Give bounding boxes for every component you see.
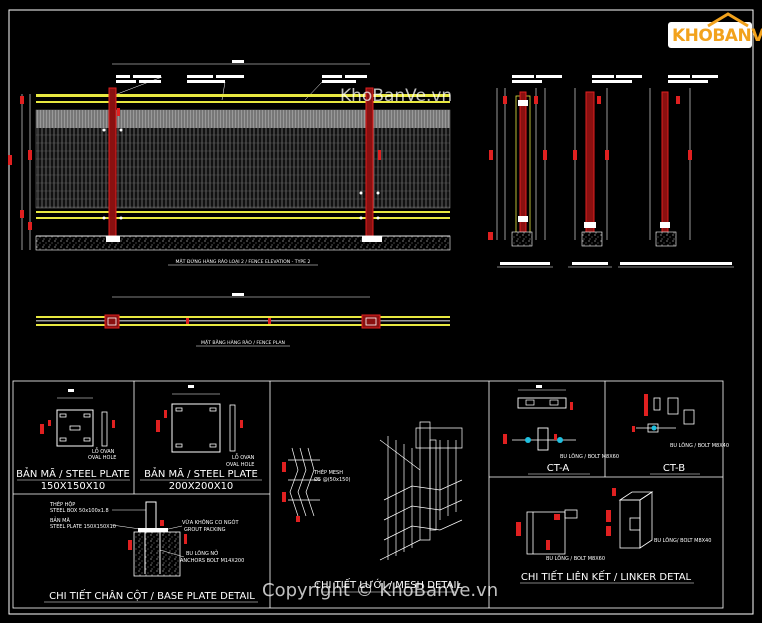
- fence-elevation-caption: MẶT ĐỨNG HÀNG RÀO LOẠI 2 / FENCE ELEVATI…: [176, 258, 311, 265]
- linker-title: CHI TIẾT LIÊN KẾT / LINKER DETAL: [521, 569, 692, 583]
- linker-bolt-left: BU LÔNG / BOLT M8X60: [546, 555, 605, 562]
- base-plate-box-en: STEEL BOX 50x100x1.8: [50, 508, 109, 514]
- mesh-detail-title: CHI TIẾT LƯỚI / MESH DETAIL: [314, 577, 462, 591]
- fence-elevation: MẶT ĐỨNG HÀNG RÀO LOẠI 2 / FENCE ELEVATI…: [8, 60, 451, 266]
- khobanve-logo: [668, 12, 752, 48]
- base-plate-plate-vn: BẢN MÃ: [50, 516, 70, 524]
- linker-detail: BU LÔNG / BOLT M8X60 BU LÔNG/ BOLT M8X40…: [516, 488, 711, 584]
- fence-sections: [488, 75, 734, 268]
- steel-plate-2-hole-note-2: OVAL HOLE: [226, 462, 254, 468]
- ct-a-label: CT-A: [547, 463, 570, 474]
- steel-plate-1-hole-note-2: OVAL HOLE: [88, 455, 116, 461]
- post: [365, 87, 374, 237]
- detail-frames: [12, 380, 724, 609]
- linker-bolt-right: BU LÔNG/ BOLT M8X40: [654, 537, 711, 544]
- steel-plate-1-hole-note-1: LỖ OVAN: [92, 447, 115, 455]
- watermark-top: KhoBanVe.vn: [340, 86, 453, 106]
- base-plate-plate-en: STEEL PLATE 150X150X10: [50, 524, 116, 530]
- ct-a-bolt: BU LÔNG / BOLT M8X60: [560, 453, 619, 460]
- concrete-ground: [35, 235, 451, 251]
- steel-plate-2-hole-note-1: LỖ OVAN: [232, 453, 255, 461]
- logo-text: KHOBANVE: [672, 26, 762, 46]
- ct-b-detail: BU LÔNG / BOLT M8X40 CT-B: [632, 394, 729, 475]
- base-plate-detail: THÉP HỘP STEEL BOX 50x100x1.8 BẢN MÃ STE…: [44, 500, 258, 603]
- sheet-frame: [8, 9, 754, 615]
- steel-plate-1-title: BẢN MÃ / STEEL PLATE: [16, 466, 130, 480]
- fence-plan-caption: MẶT BẰNG HÀNG RÀO / FENCE PLAN: [201, 338, 285, 346]
- base-plate-title: CHI TIẾT CHÂN CỘT / BASE PLATE DETAIL: [49, 588, 255, 602]
- watermark-bottom: Copyright © KhoBanVe.vn: [262, 580, 499, 601]
- steel-plate-1-size: 150X150X10: [41, 481, 106, 492]
- mesh-detail: THÉP MESH Ø5 @(50x150) CHI TIẾT LƯỚI / M…: [282, 421, 462, 593]
- steel-plate-1-detail: LỖ OVAN OVAL HOLE BẢN MÃ / STEEL PLATE 1…: [16, 389, 130, 492]
- ct-a-detail: BU LÔNG / BOLT M8X60 CT-A: [503, 385, 619, 475]
- mesh-note-en: Ø5 @(50x150): [314, 476, 351, 483]
- steel-plate-2-size: 200X200X10: [169, 481, 234, 492]
- base-plate-box-vn: THÉP HỘP: [49, 500, 75, 508]
- steel-plate-2-detail: LỖ OVAN OVAL HOLE BẢN MÃ / STEEL PLATE 2…: [140, 385, 262, 492]
- ct-b-bolt: BU LÔNG / BOLT M8X40: [670, 442, 729, 449]
- mesh-note-vn: THÉP MESH: [313, 468, 343, 476]
- post: [108, 87, 117, 237]
- ct-b-label: CT-B: [663, 463, 685, 474]
- fence-plan: MẶT BẰNG HÀNG RÀO / FENCE PLAN: [36, 293, 450, 347]
- base-plate-bolt-vn: BU LÔNG NỞ: [186, 549, 219, 557]
- steel-plate-2-title: BẢN MÃ / STEEL PLATE: [144, 466, 258, 480]
- base-plate-bolt-en: ANCHORS BOLT M14X200: [180, 558, 244, 564]
- base-plate-grout-en: GROUT PACKING: [184, 527, 226, 533]
- base-plate-grout-vn: VỮA KHÔNG CO NGÓT: [182, 519, 239, 526]
